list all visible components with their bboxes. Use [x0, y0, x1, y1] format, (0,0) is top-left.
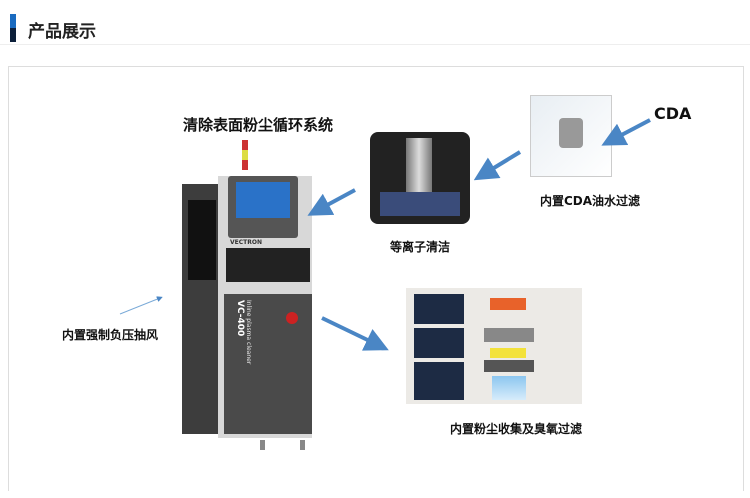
plasma-nozzle-image: [370, 132, 470, 224]
arrow-icon: [601, 118, 651, 146]
model-label: VC-400: [235, 300, 245, 336]
label-negative-pressure: 内置强制负压抽风: [62, 328, 159, 342]
touch-screen: [236, 182, 290, 218]
arrow-icon: [119, 296, 163, 315]
header-accent-bar: [10, 14, 16, 42]
emergency-stop: [286, 312, 298, 324]
brand-logo: VECTRON: [230, 239, 262, 246]
arrow-icon: [321, 316, 389, 351]
arrow-icon: [307, 188, 356, 216]
label-cda: CDA: [654, 104, 692, 123]
label-cda-filter: 内置CDA油水过滤: [540, 194, 641, 208]
product-image-panel: [8, 66, 744, 491]
label-dust-ozone: 内置粉尘收集及臭氧过滤: [450, 422, 583, 436]
dust-filter-diagram: [406, 288, 582, 404]
plasma-cleaner-machine: VECTRON VC-400 Inline plasma cleaner: [182, 140, 312, 450]
arrow-icon: [473, 150, 522, 181]
page-title: 产品展示: [28, 22, 96, 42]
model-subtitle: Inline plasma cleaner: [245, 300, 252, 365]
cda-filter-image: [530, 95, 612, 177]
divider: [0, 44, 750, 45]
label-plasma-clean: 等离子清洁: [390, 240, 451, 254]
label-dust-loop: 清除表面粉尘循环系统: [183, 116, 334, 134]
